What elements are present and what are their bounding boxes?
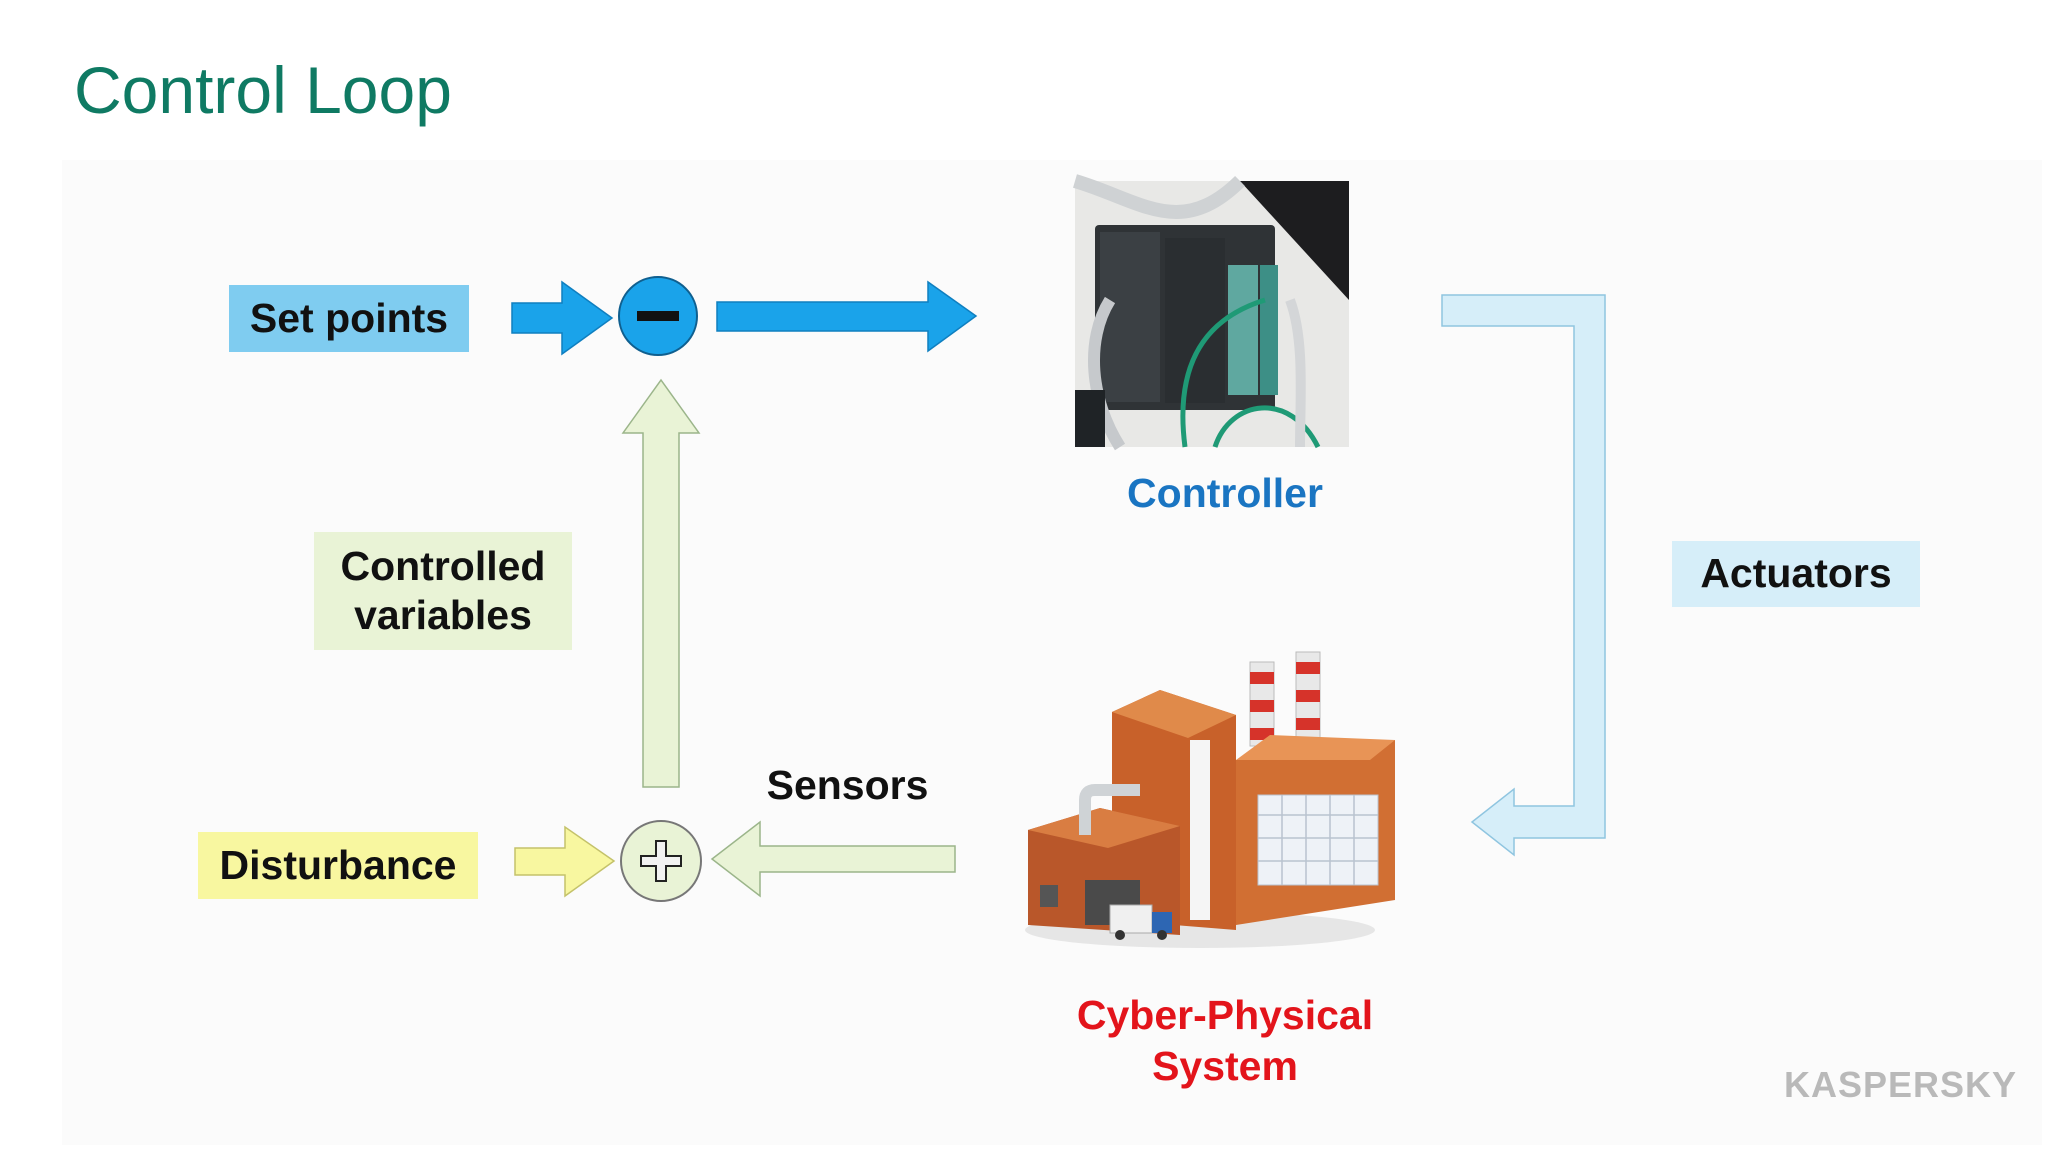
page-title: Control Loop (74, 53, 452, 127)
plus-junction-icon (620, 820, 702, 902)
setpoints-arrow (511, 280, 614, 356)
controller-image (1073, 174, 1349, 451)
to-controller-arrow (716, 280, 978, 353)
kaspersky-logo: KASPERSKY (1784, 1064, 2018, 1105)
disturbance-arrow (514, 825, 616, 898)
set-points-label: Set points (229, 285, 469, 352)
actuators-label: Actuators (1672, 541, 1920, 607)
minus-junction-icon (618, 276, 698, 356)
cyber-physical-system-label: Cyber-Physical System (1076, 992, 1374, 1090)
disturbance-label: Disturbance (198, 832, 478, 899)
controller-label: Controller (1127, 470, 1323, 516)
sensors-arrow (710, 820, 956, 898)
controlled-variables-label: Controlled variables (314, 532, 572, 650)
sensors-label: Sensors (766, 762, 929, 808)
factory-icon (1025, 651, 1395, 948)
actuators-arrow (1441, 294, 1606, 857)
controlled-variables-arrow (621, 378, 701, 788)
